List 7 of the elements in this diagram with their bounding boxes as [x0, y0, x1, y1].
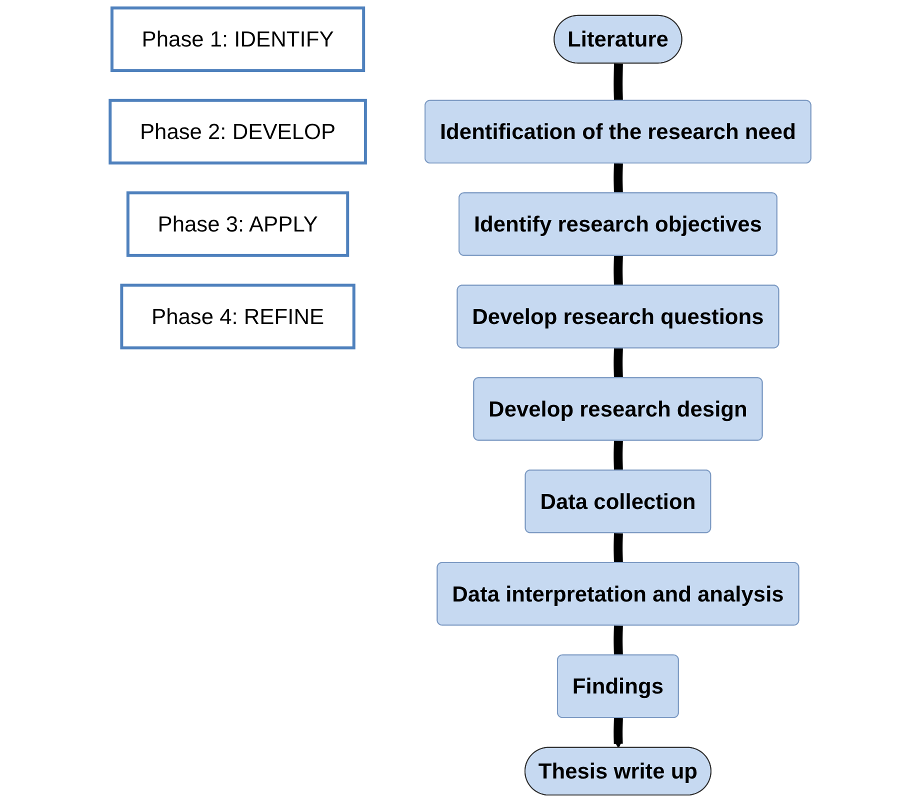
node-box: Phase 3: APPLY	[126, 191, 350, 257]
node-box: Phase 1: IDENTIFY	[110, 6, 366, 72]
connector	[614, 438, 623, 472]
connector	[614, 531, 623, 565]
arrow	[614, 716, 623, 748]
node-box: Phase 4: REFINE	[120, 284, 356, 350]
node-box: Phase 2: DEVELOP	[108, 98, 367, 164]
